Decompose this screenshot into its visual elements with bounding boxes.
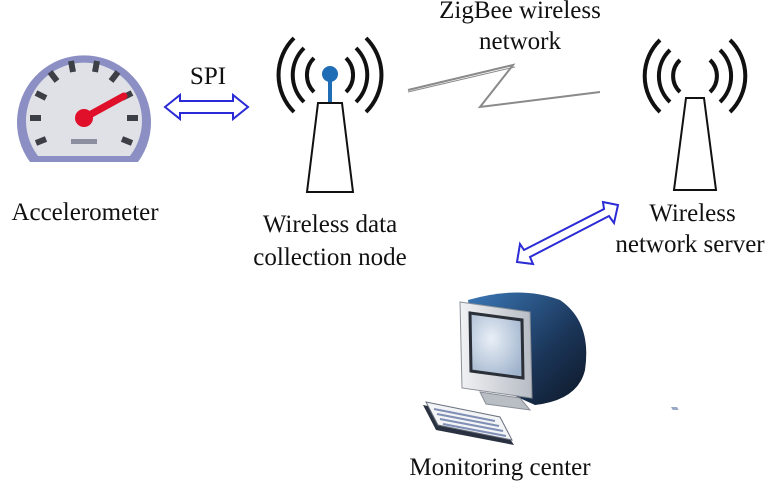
zigbee-wireless-link xyxy=(407,63,601,109)
accelerometer-gauge-icon xyxy=(16,55,151,162)
network-server-label-line1: Wireless xyxy=(649,200,736,227)
collection-node-label-line2: collection node xyxy=(253,244,407,271)
spi-label: SPI xyxy=(189,63,227,90)
network-server-antenna-icon xyxy=(642,38,748,191)
spi-double-arrow xyxy=(163,92,250,122)
server-monitor-double-arrow xyxy=(515,200,620,266)
monitoring-center-label: Monitoring center xyxy=(409,454,591,481)
zigbee-label-line1: ZigBee wireless xyxy=(439,0,601,24)
collection-node-label-line1: Wireless data xyxy=(262,211,398,238)
accelerometer-label: Accelerometer xyxy=(11,199,159,226)
collection-node-antenna-icon xyxy=(276,36,384,193)
monitoring-computer-icon xyxy=(423,292,679,445)
zigbee-label-line2: network xyxy=(479,28,561,55)
network-server-label-line2: network server xyxy=(615,231,765,258)
